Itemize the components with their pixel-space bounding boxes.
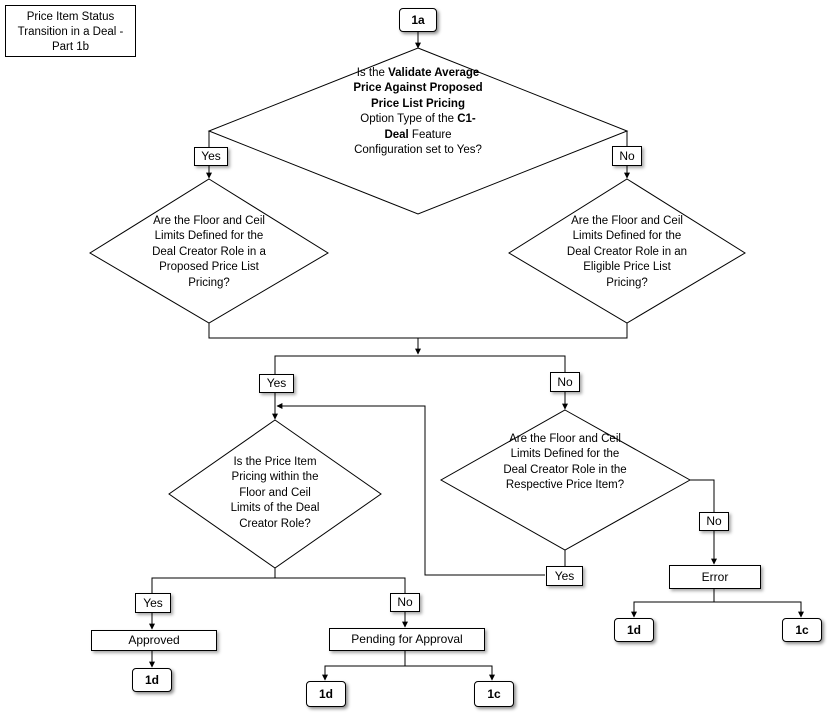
connector-1d-approved[interactable]: 1d (132, 668, 172, 692)
connector-1c-pending[interactable]: 1c (474, 681, 514, 707)
decision-1-text-part: Option Type of the (360, 113, 458, 126)
label-yes-d1: Yes (194, 147, 228, 166)
process-approved[interactable]: Approved (91, 630, 217, 651)
label-no-split: No (550, 372, 580, 392)
label-no-d5: No (699, 512, 729, 531)
process-error[interactable]: Error (669, 565, 761, 589)
label-yes-d4: Yes (135, 593, 171, 613)
decision-diamond-1 (207, 47, 629, 215)
decision-1-text-part: Validate Average Price Against Proposed … (353, 67, 483, 110)
connector-1c-error[interactable]: 1c (782, 618, 822, 642)
label-yes-d5: Yes (546, 566, 583, 586)
decision-5-text: Are the Floor and Ceil Limits Defined fo… (503, 433, 627, 492)
label-yes-split: Yes (259, 374, 294, 393)
decision-4-text: Is the Price Item Pricing within the Flo… (230, 456, 320, 530)
connector-1d-pending[interactable]: 1d (306, 681, 346, 707)
decision-1-text: Is the Validate Average Price Against Pr… (353, 66, 483, 158)
process-pending-for-approval[interactable]: Pending for Approval (329, 628, 485, 651)
decision-2-text: Are the Floor and Ceil Limits Defined fo… (152, 215, 266, 289)
label-no-d4: No (390, 593, 420, 612)
decision-1-text-part: Feature Configuration set to Yes? (354, 128, 482, 157)
decision-3-text: Are the Floor and Ceil Limits Defined fo… (566, 215, 688, 289)
diagram-title: Price Item Status Transition in a Deal -… (5, 5, 136, 57)
connector-1a[interactable]: 1a (399, 8, 437, 32)
decision-1-text-part: C1-Deal (384, 113, 476, 141)
decision-1-text-part: Is the (356, 67, 389, 79)
label-no-d1: No (612, 146, 642, 166)
connector-1d-error[interactable]: 1d (614, 618, 654, 642)
